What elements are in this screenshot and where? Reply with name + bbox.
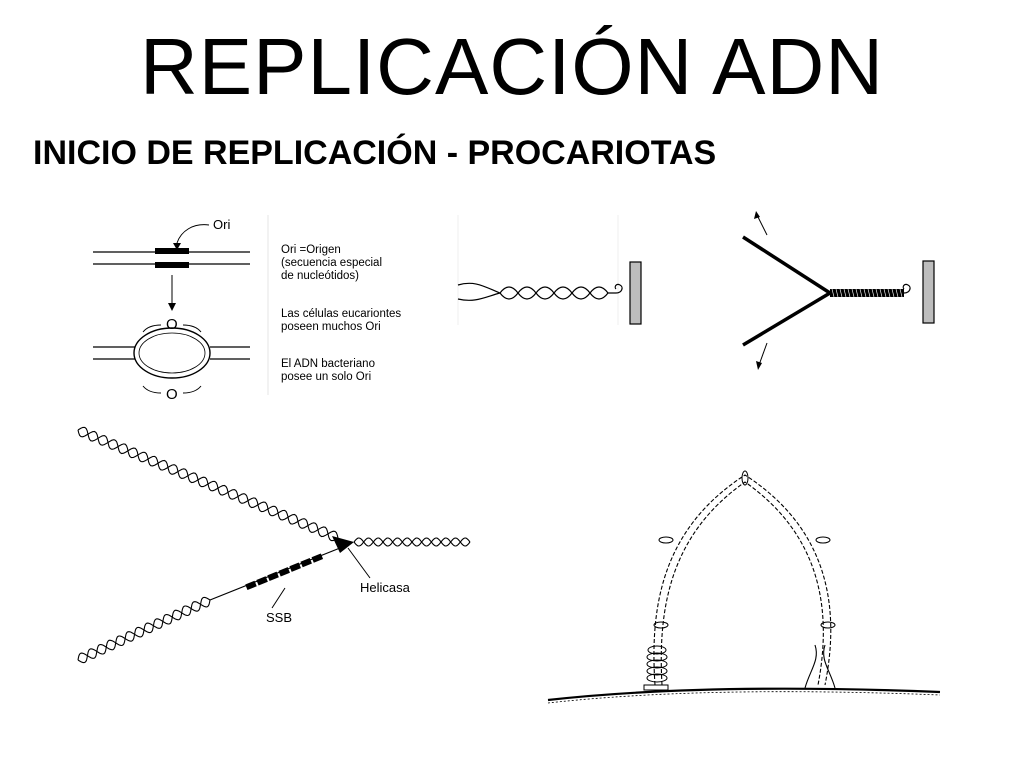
- loop-foot-right: [804, 644, 836, 689]
- dna-loop-diagram: [547, 470, 941, 704]
- ori-diagram: Ori O O Ori =Origen (secuencia especial …: [93, 215, 401, 403]
- helicase-ssb-diagram: Helicasa SSB: [77, 426, 471, 664]
- ssb-leader: [271, 587, 286, 609]
- ori-label: Ori: [213, 217, 230, 232]
- replication-bubble-inner: [138, 332, 206, 374]
- helicase-label: Helicasa: [360, 580, 411, 595]
- helicase-enzyme: [332, 536, 354, 553]
- wall-block: [629, 261, 642, 325]
- ori-block-top: [155, 248, 189, 254]
- ssb-protein: [289, 562, 301, 572]
- substrate-surface-texture: [547, 691, 941, 704]
- supercoil-stack: [643, 645, 669, 691]
- origin-marker-bottom: O: [166, 386, 178, 403]
- ori-pointer-arrow: [176, 224, 210, 244]
- ssb-proteins: [245, 553, 324, 591]
- ssb-protein: [267, 571, 279, 581]
- note-line: de nucleótidos): [281, 270, 359, 282]
- dna-loose-ends: [457, 282, 501, 301]
- twisted-dna-wall-diagram: [457, 215, 642, 325]
- note-line: poseen muchos Ori: [281, 321, 381, 333]
- ssb-label: SSB: [266, 610, 292, 625]
- lower-helix-strand-b: [77, 599, 211, 661]
- arrow-down-left: [758, 342, 768, 366]
- slide-title: REPLICACIÓN ADN: [139, 22, 885, 111]
- ori-block-bottom: [155, 262, 189, 268]
- direction-arrow-top-left: [142, 324, 162, 333]
- loop-strand-outer: [653, 474, 832, 686]
- slide-subtitle: INICIO DE REPLICACIÓN - PROCARIOTAS: [33, 134, 717, 172]
- ssb-protein: [256, 576, 268, 586]
- fork-arm-bottom: [742, 291, 831, 347]
- twisted-dna-strand-b: [499, 286, 609, 300]
- fork-arm-top: [742, 235, 831, 295]
- note-line: El ADN bacteriano: [281, 358, 375, 370]
- loop-strand-inner: [660, 481, 824, 686]
- direction-arrow-bottom-left: [142, 385, 162, 394]
- substrate-surface: [547, 687, 941, 702]
- ssb-protein: [245, 580, 257, 591]
- unwound-helix-strand-b: [353, 537, 471, 547]
- arrow-up-left: [756, 214, 768, 236]
- ssb-protein: [300, 557, 312, 568]
- direction-arrow-bottom-right: [182, 385, 202, 394]
- wall-hook: [902, 283, 911, 294]
- note-line: (secuencia especial: [281, 257, 382, 269]
- helicase-leader: [347, 547, 371, 579]
- supercoil-texture: [831, 288, 903, 298]
- wall-block: [922, 260, 935, 324]
- fork-supercoil-diagram: [742, 211, 935, 370]
- supercoiled-dna: [830, 289, 904, 297]
- swivel-markers: [653, 470, 836, 629]
- note-line: Las células eucariontes: [281, 308, 401, 320]
- origin-marker-top: O: [166, 316, 178, 333]
- arrow-down-left-head: [756, 361, 762, 370]
- note-line: posee un solo Ori: [281, 371, 371, 383]
- ssb-protein: [311, 553, 324, 563]
- wall-hook: [614, 283, 623, 294]
- down-arrowhead: [168, 303, 176, 311]
- replication-bubble: [133, 327, 211, 379]
- note-line: Ori =Origen: [281, 244, 341, 256]
- ssb-protein: [278, 567, 290, 577]
- ori-pointer-arrowhead: [173, 243, 181, 250]
- direction-arrow-top-right: [182, 324, 202, 333]
- parental-helix-strand-b: [77, 426, 339, 542]
- arrow-up-left-head: [754, 211, 760, 219]
